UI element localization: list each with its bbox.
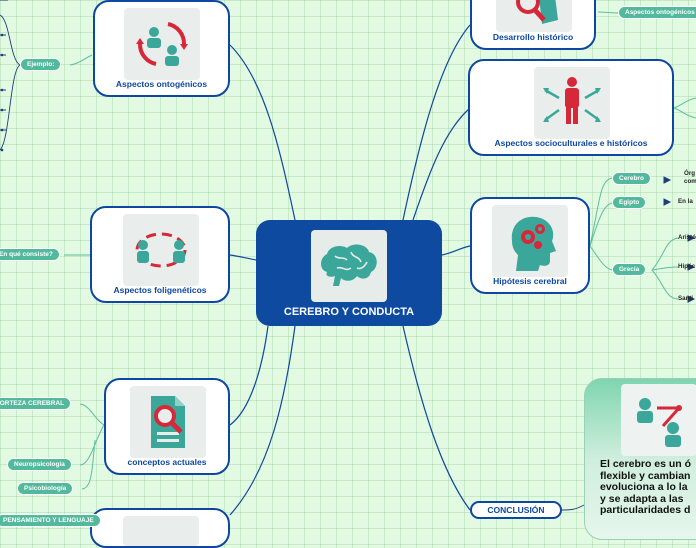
link-corteza (79, 403, 105, 426)
conclusion-text: El cerebro es un ó flexible y cambian ev… (600, 458, 692, 516)
label-santiago: Santi (678, 295, 694, 302)
link-neuro (79, 424, 105, 466)
phylogenic-title: Aspectos foligenéticos (113, 285, 207, 295)
label-aristoteles: Aristó (678, 234, 696, 241)
link-grecia-s (651, 269, 679, 300)
link-egipto (589, 202, 613, 247)
node-concepts[interactable]: conceptos actuales (104, 378, 230, 475)
link-grecia-h (651, 266, 679, 271)
link-historical (402, 24, 471, 221)
pill-neuropsicologia[interactable]: Neuropsicología (7, 458, 72, 471)
people-cycle-icon (124, 8, 200, 80)
link-psico (81, 439, 96, 490)
central-node[interactable]: CEREBRO Y CONDUCTA (256, 220, 442, 326)
link-grecia (589, 245, 613, 271)
link-hist-pill (597, 11, 619, 14)
partial-icon (123, 516, 199, 546)
node-sociocultural[interactable]: Aspectos socioculturales e históricos (468, 59, 674, 156)
link-socio-side2 (673, 107, 696, 119)
people-network-icon (621, 384, 696, 456)
person-arrows-icon (534, 67, 610, 139)
pill-ejemplo[interactable]: Ejemplo: (20, 58, 62, 71)
sociocultural-title: Aspectos socioculturales e históricos (494, 138, 648, 148)
label-hipocrates: Hipóc (678, 263, 696, 270)
document-search-icon (130, 386, 206, 458)
label-organo: Órg (684, 170, 696, 177)
pill-egipto[interactable]: Egipto (612, 196, 647, 209)
node-bottom-partial[interactable] (90, 508, 230, 548)
link-ejemplo (69, 54, 93, 66)
people-link-icon (123, 214, 199, 286)
pill-psicobiologia[interactable]: Psicobiología (17, 482, 74, 495)
link-grecia-a (651, 237, 679, 271)
link-left-bracket (0, 0, 21, 151)
pill-corteza-cerebral[interactable]: CORTEZA CEREBRAL (0, 397, 72, 410)
link-bottom (229, 325, 296, 516)
pill-grecia[interactable]: Grecia (612, 263, 647, 276)
head-gears-icon (492, 205, 568, 277)
pill-en-que-consiste[interactable]: En qué consiste? (0, 248, 60, 261)
link-socio-side (673, 97, 696, 109)
central-title: CEREBRO Y CONDUCTA (283, 306, 415, 318)
node-phylogenic[interactable]: Aspectos foligenéticos (90, 206, 230, 303)
label-en-la: En la (678, 198, 693, 205)
historical-title: Desarrollo histórico (492, 32, 574, 42)
link-cerebro (589, 177, 613, 247)
hypothesis-title: Hipótesis cerebral (493, 276, 567, 286)
node-historical[interactable]: Desarrollo histórico (470, 0, 596, 50)
node-ontogenic[interactable]: Aspectos ontogénicos (93, 0, 230, 97)
label-com: com (684, 178, 696, 185)
concepts-title: conceptos actuales (127, 457, 207, 467)
pill-cerebro[interactable]: Cerebro (612, 172, 651, 185)
link-concl-card (561, 504, 585, 511)
link-ontogenic (229, 44, 296, 221)
link-sociocultural (412, 107, 471, 221)
search-hand-icon (496, 0, 572, 32)
link-concepts (229, 325, 269, 426)
connection-lines (0, 0, 696, 516)
brain-icon (311, 230, 387, 302)
conclusion-card[interactable]: El cerebro es un ó flexible y cambian ev… (584, 378, 696, 540)
link-phylogenic (229, 254, 257, 261)
pill-aspectos-ontogenicos[interactable]: Aspectos ontogénicos (618, 6, 696, 19)
link-hypothesis (441, 245, 471, 256)
node-hypothesis[interactable]: Hipótesis cerebral (470, 197, 590, 294)
conclusion-node[interactable]: CONCLUSIÓN (470, 501, 562, 519)
pill-pensamiento[interactable]: PENSAMIENTO Y LENGUAJE (0, 514, 101, 527)
link-conclusion (402, 325, 471, 511)
ontogenic-title: Aspectos ontogénicos (115, 79, 208, 89)
